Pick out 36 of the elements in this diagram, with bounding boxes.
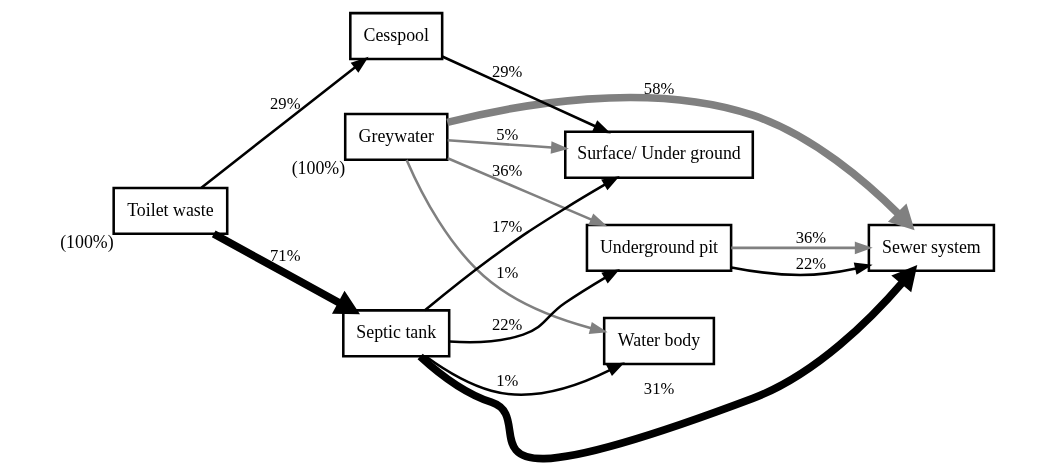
edge-label: 29% <box>492 62 523 82</box>
arrow <box>405 159 608 335</box>
node-box: Septic tank <box>342 309 451 358</box>
arrow <box>441 55 611 134</box>
arrow <box>731 262 873 277</box>
node-box: Greywater <box>343 112 449 162</box>
edge-label: 36% <box>492 160 523 180</box>
arrow <box>449 268 620 344</box>
node-box: Underground pit <box>585 223 733 273</box>
node-label: (100%) <box>291 158 346 179</box>
arrow <box>424 175 620 312</box>
node-box: Toilet waste <box>112 186 229 236</box>
node-box: Sewer system <box>867 223 996 273</box>
node-box: Water body <box>602 316 716 366</box>
edge-label: 17% <box>492 216 523 236</box>
edge-label: 1% <box>496 371 519 391</box>
arrow <box>447 139 569 154</box>
edge-label: 36% <box>795 228 827 248</box>
edge-label: 29% <box>270 94 301 114</box>
edge-label: 58% <box>643 79 675 99</box>
node-box: Surface/ Under ground <box>564 130 755 179</box>
arrow <box>211 230 360 315</box>
edge-label: 5% <box>496 124 519 144</box>
edge-label: 22% <box>795 253 827 273</box>
edge-label: 71% <box>270 246 301 266</box>
arrow <box>447 157 608 227</box>
arrow <box>417 264 918 463</box>
arrow <box>425 355 625 396</box>
edge-label: 1% <box>496 262 519 282</box>
node-box: Cesspool <box>349 11 444 61</box>
arrow <box>446 93 915 231</box>
arrow <box>731 241 873 255</box>
edge-label: 31% <box>643 378 675 398</box>
arrow <box>200 56 369 189</box>
node-label: (100%) <box>60 232 114 253</box>
edge-label: 22% <box>492 315 523 335</box>
